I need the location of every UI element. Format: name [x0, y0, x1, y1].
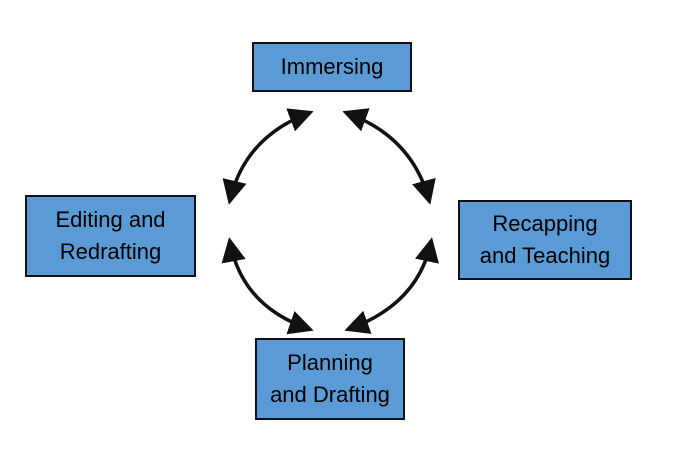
- node-immersing-label: Immersing: [280, 54, 384, 79]
- node-planning-label-line2: and Drafting: [270, 382, 390, 407]
- node-planning-and-drafting: Planning and Drafting: [255, 338, 405, 420]
- node-editing-label-line2: Redrafting: [59, 239, 162, 264]
- arrow-bottom-left: [221, 237, 314, 335]
- node-recapping-label-line1: Recapping: [492, 211, 598, 236]
- node-recapping-label-line2: and Teaching: [479, 243, 611, 268]
- node-planning-label-line1: Planning: [287, 350, 373, 375]
- arrow-bottom-right: [344, 237, 439, 334]
- arrow-top-left: [222, 108, 314, 205]
- arrow-top-right: [342, 108, 436, 205]
- node-recapping-and-teaching: Recapping and Teaching: [458, 200, 632, 280]
- node-immersing: Immersing: [252, 42, 412, 92]
- node-editing-label-line1: Editing and: [55, 207, 166, 232]
- node-editing-and-redrafting: Editing and Redrafting: [25, 195, 196, 277]
